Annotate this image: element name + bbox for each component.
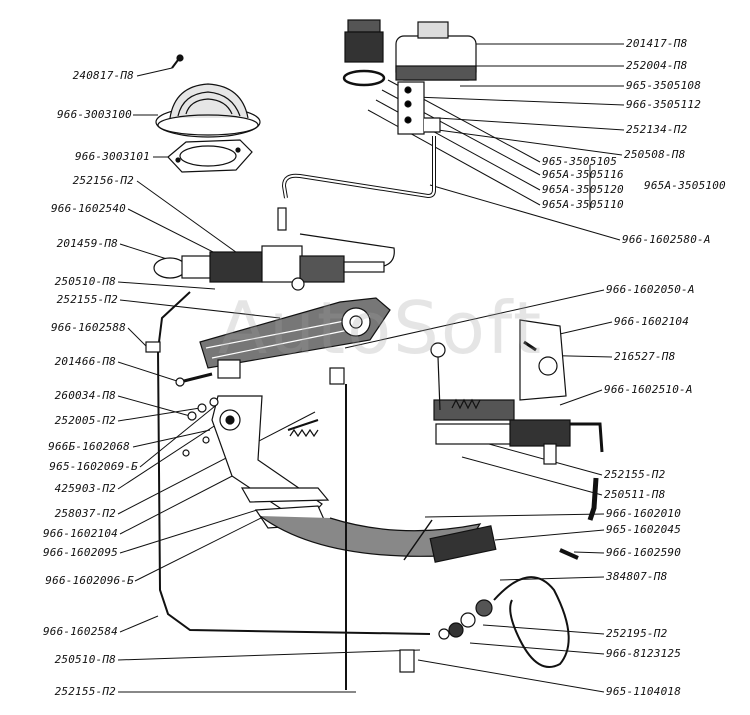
watermark-text: AutoSoft — [218, 286, 544, 370]
leader-line — [367, 109, 541, 206]
part-label: 965-1104018 — [606, 685, 682, 698]
leader-line — [499, 576, 605, 581]
part-label: 966-1602588 — [50, 321, 126, 334]
leader-line — [559, 389, 603, 406]
pipe-part — [587, 477, 599, 521]
part-label: 965-1602045 — [606, 523, 682, 536]
part-label: 250511-П8 — [604, 488, 666, 501]
leader-line — [132, 429, 211, 448]
part-label: 260034-П8 — [54, 389, 116, 402]
leader-line — [469, 642, 605, 655]
part-label: 201459-П8 — [56, 237, 118, 250]
spring-part — [289, 428, 319, 438]
leader-line — [482, 624, 605, 635]
part-label: 966-3003101 — [74, 150, 150, 163]
part-label: 965-3505105 — [542, 155, 618, 168]
part-label: 965А-3505120 — [542, 183, 624, 196]
leader-line — [136, 67, 173, 77]
leader-line — [437, 129, 623, 156]
leader-line — [117, 411, 316, 515]
part-label: 966-1602510-А — [604, 383, 693, 396]
part-label: 966-1602590 — [606, 546, 682, 559]
part-label: 966-1602104 — [614, 315, 690, 328]
part-label: 384807-П8 — [606, 570, 668, 583]
gasket-part — [167, 139, 253, 173]
part-label: 240817-П8 — [72, 69, 134, 82]
leader-line — [119, 299, 281, 319]
leader-line — [139, 397, 226, 468]
leader-line — [117, 361, 181, 383]
part-label: 250510-П8 — [54, 275, 116, 288]
part-label: 966-1602540 — [50, 202, 126, 215]
reservoir-part — [342, 19, 477, 135]
part-label: 966-1602104 — [42, 527, 118, 540]
leader-line — [127, 327, 148, 348]
part-label: 966-8123125 — [606, 647, 682, 660]
leader-line — [417, 659, 605, 693]
leader-line — [117, 395, 191, 417]
part-label: 966-1602096-Б — [45, 574, 134, 587]
part-label: 252195-П2 — [606, 627, 668, 640]
cable-assembly-part — [399, 548, 579, 673]
part-label: 966-1602584 — [42, 625, 118, 638]
pedal-bracket-part — [199, 297, 391, 385]
leader-line — [127, 208, 226, 259]
leader-line — [117, 649, 421, 661]
part-label: 216527-П8 — [614, 350, 676, 363]
part-label: 252134-П2 — [626, 123, 688, 136]
leader-line — [117, 281, 216, 290]
part-label: 965А-3505110 — [542, 198, 624, 211]
part-label: 966-3003100 — [56, 108, 132, 121]
leader-line — [414, 96, 625, 106]
spring-part — [451, 398, 481, 410]
pedal-cover-part — [155, 83, 261, 138]
part-label: 252156-П2 — [72, 174, 134, 187]
part-label: 250508-П8 — [624, 148, 686, 161]
part-label: 965-1602069-Б — [49, 460, 138, 473]
leader-line — [136, 180, 241, 256]
slave-cylinder-part — [430, 319, 604, 465]
part-label: 252005-П2 — [54, 414, 116, 427]
leader-line — [119, 471, 241, 535]
bolt-part — [175, 372, 219, 457]
part-label: 966-1602095 — [42, 546, 118, 559]
part-label: 965А-3505100 — [644, 179, 726, 192]
leader-line — [461, 456, 603, 496]
part-label: 252155-П2 — [54, 685, 116, 698]
part-label: 250510-П8 — [54, 653, 116, 666]
leader-line — [494, 529, 605, 541]
leader-line — [344, 289, 605, 349]
pedal-lever-part — [211, 395, 482, 557]
part-label: 966Б-1602068 — [48, 440, 130, 453]
part-label: 966-1602580-А — [622, 233, 711, 246]
leader-line — [134, 514, 268, 582]
part-label: 966-3505112 — [626, 98, 702, 111]
part-label: 965А-3505116 — [542, 168, 624, 181]
leader-line — [119, 243, 171, 261]
part-label: 201466-П8 — [54, 355, 116, 368]
leader-line — [429, 184, 621, 241]
hose-part — [281, 136, 436, 199]
leader-line — [119, 615, 159, 633]
master-cylinder-part — [153, 207, 395, 291]
part-label: 252004-П8 — [626, 59, 688, 72]
part-label: 965-3505108 — [626, 79, 702, 92]
part-label: 252155-П2 — [604, 468, 666, 481]
part-label: 258037-П2 — [54, 507, 116, 520]
part-label: 966-1602050-А — [606, 283, 695, 296]
leader-line — [424, 513, 605, 518]
leader-line — [573, 551, 605, 554]
brake-line-part — [156, 291, 431, 635]
pedal-pad-part — [429, 525, 497, 563]
leader-line — [119, 509, 258, 554]
part-label: 425903-П2 — [54, 482, 116, 495]
part-label: 252155-П2 — [56, 293, 118, 306]
screw-part — [171, 54, 184, 69]
leader-line — [437, 117, 625, 131]
part-label: 966-1602010 — [606, 507, 682, 520]
part-label: 201417-П8 — [626, 37, 688, 50]
